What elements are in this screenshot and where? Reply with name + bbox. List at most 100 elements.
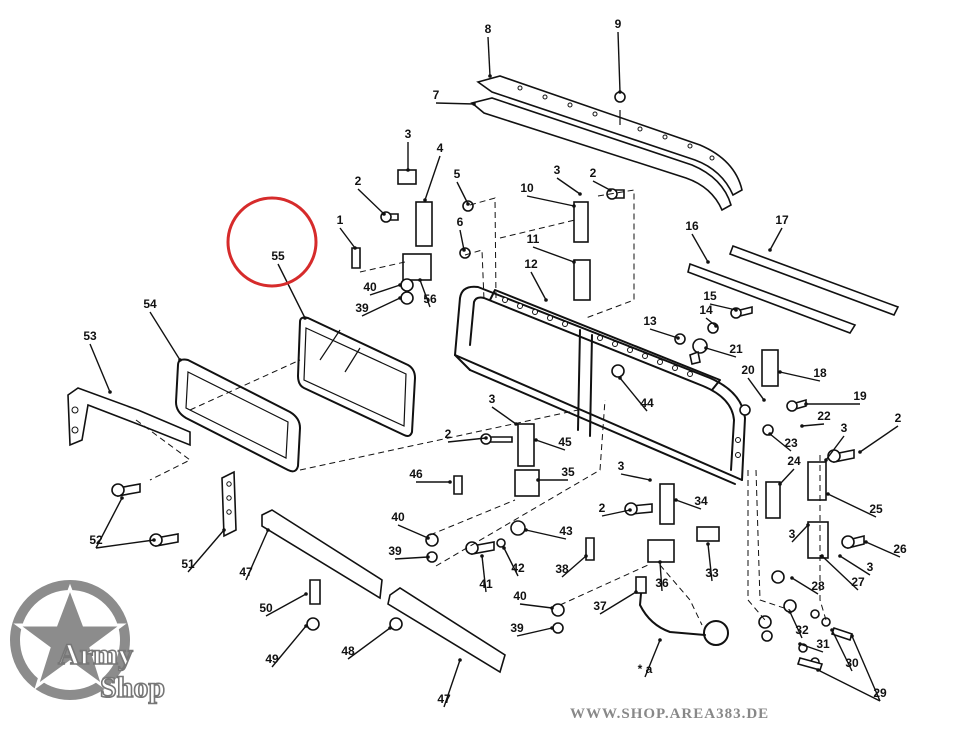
callout-45: 45 (558, 435, 572, 449)
logo-line2: Shop (100, 671, 165, 704)
leader-arrow-3b (514, 422, 518, 426)
leader-line-28 (791, 577, 819, 595)
leader-arrow-34 (674, 498, 678, 502)
leader-arrow-7 (472, 102, 476, 106)
leader-arrow-2e (608, 188, 612, 192)
side-strips (687, 244, 900, 334)
leader-line-2d (859, 425, 899, 453)
leader-arrow-40b (426, 536, 430, 540)
leader-line-16 (691, 233, 709, 263)
hinge-strip (221, 470, 237, 538)
leader-arrow-28 (790, 576, 794, 580)
leader-arrow-19 (804, 402, 808, 406)
callout-16: 16 (685, 219, 699, 233)
leader-line-1 (339, 227, 356, 249)
callout-3f: 3 (867, 560, 874, 574)
leader-line-32 (789, 611, 803, 639)
callout-34: 34 (694, 494, 708, 508)
fasteners (111, 91, 865, 671)
leader-arrow-3 (406, 168, 410, 172)
leader-arrow-51 (222, 528, 226, 532)
callout-39: 39 (355, 301, 369, 315)
leader-line-40 (369, 284, 401, 296)
leader-line-27 (821, 555, 859, 591)
leader-arrow-22 (800, 424, 804, 428)
leader-arrow-26 (864, 540, 868, 544)
callout-3c: 3 (618, 459, 625, 473)
lower-channel-left (261, 509, 383, 600)
leader-line-2c (601, 509, 631, 517)
callout-2d: 2 (895, 411, 902, 425)
leader-line-12 (530, 271, 547, 301)
leader-line-14 (705, 317, 717, 327)
leader-arrow-8 (488, 74, 492, 78)
leader-line-7 (435, 102, 475, 105)
leader-arrow-15 (734, 308, 738, 312)
callout-36: 36 (655, 576, 669, 590)
callout-29: 29 (873, 686, 887, 700)
callout-35: 35 (561, 465, 575, 479)
callout-18: 18 (813, 366, 827, 380)
leader-line-41 (481, 555, 487, 593)
leader-arrow-2d (858, 450, 862, 454)
leader-arrow-44 (618, 376, 622, 380)
callout-50: 50 (259, 601, 273, 615)
callout-39b: 39 (388, 544, 402, 558)
callout-19: 19 (853, 389, 867, 403)
leader-arrow-43 (524, 528, 528, 532)
leader-arrow-56 (418, 278, 422, 282)
callout-7: 7 (433, 88, 440, 102)
army-shop-logo: Army Shop (10, 580, 166, 705)
leader-arrow-39 (398, 296, 402, 300)
leader-arrow-31 (798, 642, 802, 646)
callout-2e: 2 (590, 166, 597, 180)
leader-line-23 (769, 433, 792, 452)
callout-49: 49 (265, 652, 279, 666)
leader-arrow-29 (816, 668, 820, 672)
leader-line-47b (245, 529, 269, 581)
leader-arrow-2b (484, 436, 488, 440)
leader-arrow-3g (578, 192, 582, 196)
leader-arrow-4 (423, 198, 427, 202)
leader-arrow-42 (502, 546, 506, 550)
leader-arrow-37 (634, 590, 638, 594)
callout-44: 44 (640, 396, 654, 410)
leader-arrow-53 (108, 390, 112, 394)
callout-54: 54 (143, 297, 157, 311)
leader-arrow-47b (266, 528, 270, 532)
leader-line-10 (526, 195, 575, 207)
leader-arrow-5 (466, 202, 470, 206)
callout-2: 2 (355, 174, 362, 188)
leader-arrow-30 (830, 628, 834, 632)
leader-arrow-39b (426, 555, 430, 559)
leader-line-52 (95, 497, 123, 549)
logo-line1: Army (58, 638, 133, 671)
leader-line-44 (619, 377, 648, 412)
leader-line-39 (361, 297, 401, 317)
leader-arrow-29 (850, 634, 854, 638)
callout-3e: 3 (789, 527, 796, 541)
callout-13: 13 (643, 314, 657, 328)
star-icon (10, 580, 130, 700)
leader-line-49 (271, 625, 307, 668)
leader-line-45 (535, 439, 566, 451)
leader-line-18 (779, 371, 821, 382)
leader-line-39c (516, 627, 553, 637)
callout-3: 3 (405, 127, 412, 141)
leader-arrow-10 (572, 204, 576, 208)
leader-arrow-a (658, 638, 662, 642)
callout-15: 15 (703, 289, 717, 303)
leader-arrow-40c (550, 606, 554, 610)
callout-14: 14 (699, 303, 713, 317)
leader-line-56 (419, 279, 431, 308)
leader-arrow-3e (806, 523, 810, 527)
callout-3d: 3 (841, 421, 848, 435)
leader-arrow-47 (458, 658, 462, 662)
leader-arrow-50 (304, 592, 308, 596)
leader-line-33 (707, 543, 713, 582)
callout-3b: 3 (489, 392, 496, 406)
callout-22: 22 (817, 409, 831, 423)
callout-4: 4 (437, 141, 444, 155)
leader-arrow-17 (768, 248, 772, 252)
